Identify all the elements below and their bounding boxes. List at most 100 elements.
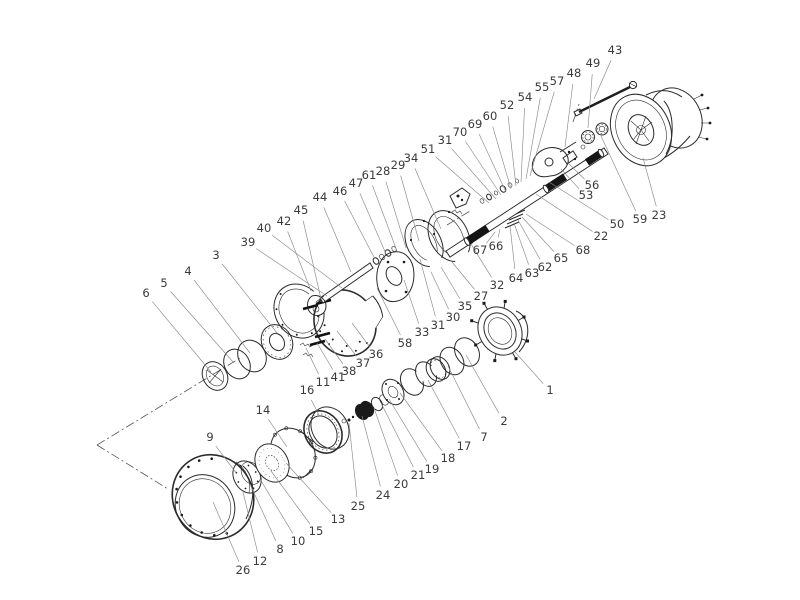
- part-label-37: 37: [356, 356, 371, 370]
- part-label-60: 60: [483, 109, 498, 123]
- leader-line-34: [414, 168, 442, 230]
- adjuster-nuts: [581, 122, 609, 144]
- leader-line-15: [270, 470, 311, 525]
- spider-casting: [376, 251, 415, 303]
- part-label-16: 16: [300, 383, 315, 397]
- part-label-69: 69: [468, 117, 483, 131]
- sun-gear-washers: [347, 378, 405, 422]
- leader-line-20: [373, 407, 398, 476]
- leader-line-70: [465, 141, 502, 196]
- part-label-59: 59: [633, 212, 648, 226]
- part-label-22: 22: [594, 229, 609, 243]
- part-label-21: 21: [411, 468, 426, 482]
- part-label-5: 5: [160, 276, 167, 290]
- leader-line-6: [152, 301, 212, 373]
- part-label-9: 9: [206, 430, 213, 444]
- part-label-29: 29: [391, 158, 406, 172]
- part-label-47: 47: [349, 176, 364, 190]
- leader-line-36: [351, 322, 371, 348]
- part-label-23: 23: [652, 208, 667, 222]
- leader-line-40: [271, 234, 343, 289]
- part-label-56: 56: [585, 178, 600, 192]
- planetary-hub: [254, 426, 318, 483]
- part-label-35: 35: [458, 299, 473, 313]
- part-label-1: 1: [546, 383, 553, 397]
- part-label-53: 53: [579, 188, 594, 202]
- part-label-62: 62: [538, 260, 553, 274]
- part-label-43: 43: [608, 43, 623, 57]
- part-label-17: 17: [457, 439, 472, 453]
- part-label-45: 45: [294, 203, 309, 217]
- leader-line-52: [507, 115, 517, 187]
- centerlines: [96, 103, 580, 490]
- part-label-12: 12: [253, 554, 268, 568]
- chamber-bolt: [573, 80, 638, 117]
- leader-line-39: [256, 248, 328, 297]
- part-label-61: 61: [362, 168, 377, 182]
- leader-line-47: [359, 193, 387, 255]
- leader-line-19: [388, 398, 428, 462]
- leader-line-43: [593, 60, 612, 100]
- brake-chamber: [609, 87, 712, 167]
- part-label-39: 39: [241, 235, 256, 249]
- leader-line-64: [509, 225, 516, 270]
- leader-line-44: [323, 207, 352, 273]
- part-label-44: 44: [313, 190, 328, 204]
- leader-line-28: [385, 181, 407, 249]
- leader-line-42: [287, 231, 312, 292]
- part-label-55: 55: [535, 80, 550, 94]
- dust-shields: [404, 210, 473, 267]
- leader-line-35: [440, 266, 461, 299]
- part-label-2: 2: [500, 414, 507, 428]
- part-label-15: 15: [309, 524, 324, 538]
- leader-line-26: [212, 501, 240, 562]
- leader-line-9: [215, 445, 238, 475]
- leader-line-45: [302, 220, 322, 300]
- leader-line-29: [400, 175, 420, 242]
- leader-line-38: [324, 338, 344, 365]
- leader-line-5: [170, 291, 235, 364]
- leader-line-24: [361, 415, 381, 487]
- leader-line-2: [465, 354, 500, 414]
- part-label-70: 70: [453, 125, 468, 139]
- leader-line-41: [316, 342, 334, 370]
- part-label-32: 32: [490, 278, 505, 292]
- leader-line-67: [486, 231, 496, 244]
- part-label-25: 25: [351, 499, 366, 513]
- part-label-13: 13: [331, 512, 346, 526]
- part-label-66: 66: [489, 239, 504, 253]
- part-label-24: 24: [376, 488, 391, 502]
- part-label-18: 18: [441, 451, 456, 465]
- leader-line-63: [513, 222, 529, 265]
- leader-line-3: [221, 263, 278, 334]
- part-label-4: 4: [184, 264, 191, 278]
- part-label-31: 31: [438, 133, 453, 147]
- part-label-54: 54: [518, 90, 533, 104]
- part-label-34: 34: [404, 151, 419, 165]
- part-label-46: 46: [333, 184, 348, 198]
- part-label-20: 20: [394, 477, 409, 491]
- leader-line-17: [427, 379, 460, 439]
- leader-line-14: [268, 419, 288, 448]
- part-label-6: 6: [142, 286, 149, 300]
- leader-line-31: [419, 258, 436, 317]
- part-label-52: 52: [500, 98, 515, 112]
- part-label-8: 8: [276, 542, 283, 556]
- part-label-51: 51: [421, 142, 436, 156]
- leader-line-8: [249, 483, 277, 542]
- camshaft: [307, 246, 397, 317]
- part-label-65: 65: [554, 251, 569, 265]
- orings-bearings-right: [399, 337, 480, 396]
- leader-line-25: [348, 422, 358, 498]
- leader-line-61: [372, 185, 398, 252]
- leader-line-59: [600, 135, 637, 212]
- leader-line-21: [380, 402, 414, 468]
- part-label-33: 33: [415, 325, 430, 339]
- leader-line-58: [376, 287, 401, 336]
- leader-line-48: [564, 83, 574, 148]
- part-label-63: 63: [525, 266, 540, 280]
- leader-line-54: [520, 107, 525, 183]
- part-label-26: 26: [236, 563, 251, 577]
